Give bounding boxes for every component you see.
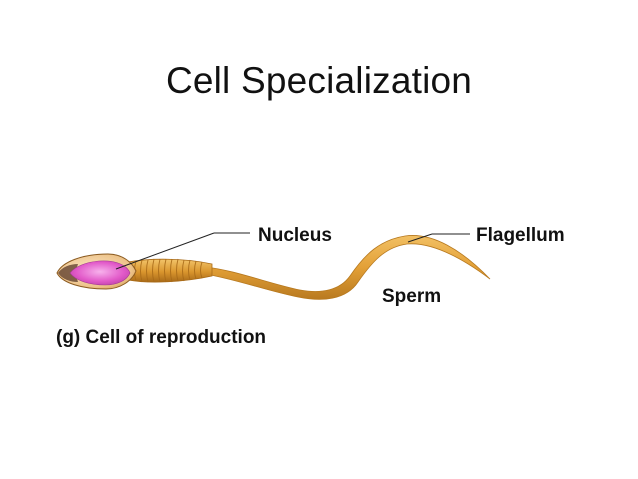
nucleus-label: Nucleus xyxy=(258,225,332,246)
figure-caption: (g) Cell of reproduction xyxy=(56,327,266,348)
flagellum-tail xyxy=(204,235,491,300)
slide-title: Cell Specialization xyxy=(165,60,473,101)
flagellum-label: Flagellum xyxy=(476,225,565,246)
sperm-label: Sperm xyxy=(382,286,441,307)
sperm-head xyxy=(56,253,137,290)
flagellum-leader-line xyxy=(407,233,433,243)
nucleus-leader-line xyxy=(115,232,215,270)
nucleus xyxy=(69,260,131,286)
midpiece xyxy=(127,258,213,283)
